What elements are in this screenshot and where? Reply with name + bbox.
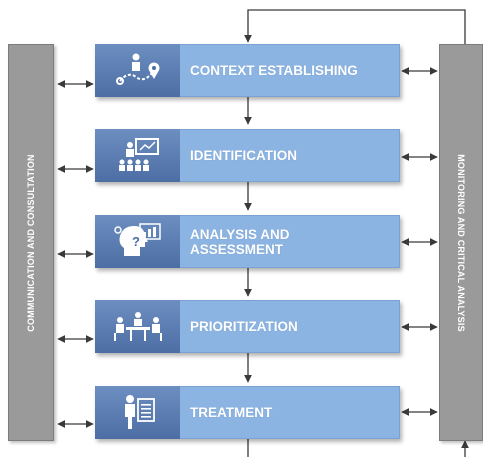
meeting-table-icon	[113, 311, 162, 341]
step-treatment: TREATMENT	[95, 386, 400, 439]
monitoring-critical-analysis-bar: MONITORING AND CRITICAL ANALYSIS	[439, 44, 483, 441]
step-label: ANALYSIS AND ASSESSMENT	[190, 226, 290, 257]
step-label: PRIORITIZATION	[190, 319, 298, 334]
svg-text:?: ?	[132, 234, 140, 249]
step-identification: IDENTIFICATION	[95, 129, 400, 182]
presentation-audience-icon	[118, 137, 159, 171]
step-label: CONTEXT ESTABLISHING	[190, 63, 358, 78]
step-context-establishing: CONTEXT ESTABLISHING	[95, 44, 400, 97]
step-label: TREATMENT	[190, 405, 273, 420]
step-analysis-assessment: ? ANALYSIS AND ASSESSMENT	[95, 215, 400, 268]
monitoring-critical-analysis-label: MONITORING AND CRITICAL ANALYSIS	[456, 153, 466, 332]
thinking-head-chart-icon: ?	[113, 222, 161, 256]
route-map-icon	[115, 53, 159, 85]
communication-consultation-label: COMMUNICATION AND CONSULTATION	[26, 153, 36, 332]
step-label: IDENTIFICATION	[190, 148, 297, 163]
step-prioritization: PRIORITIZATION	[95, 300, 400, 353]
person-checklist-icon	[124, 394, 155, 429]
communication-consultation-bar: COMMUNICATION AND CONSULTATION	[8, 44, 54, 441]
